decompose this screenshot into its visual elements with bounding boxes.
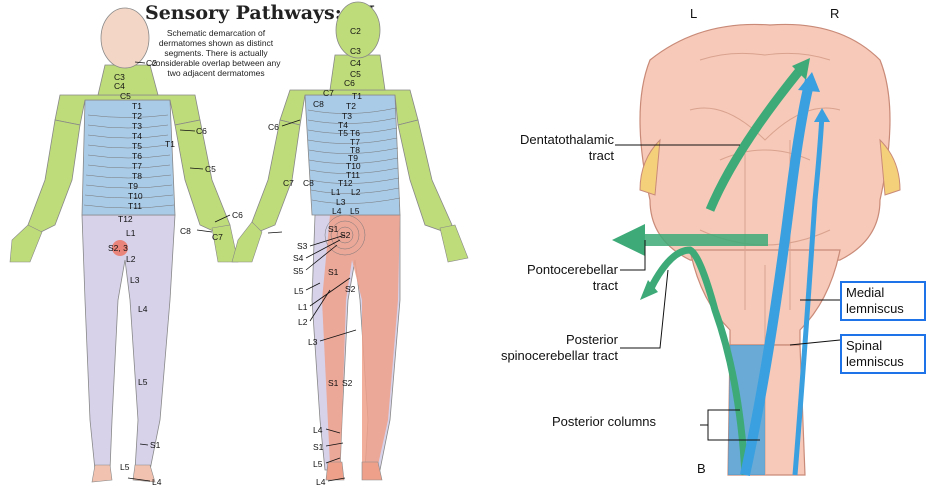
label-back-t6: T6 bbox=[350, 128, 360, 138]
label-back-l5-foot: L5 bbox=[313, 459, 323, 469]
label-l1: L1 bbox=[126, 228, 136, 238]
label-back-t4: T4 bbox=[338, 120, 348, 130]
label-back-s4: S4 bbox=[293, 253, 304, 263]
label-t3: T3 bbox=[132, 121, 142, 131]
label-back-l5-thigh: L5 bbox=[294, 286, 304, 296]
label-spinal-lemniscus: Spinal lemniscus bbox=[840, 334, 926, 374]
label-l5-foot: L5 bbox=[120, 462, 130, 472]
label-back-c7-arm: C7 bbox=[283, 178, 294, 188]
label-back-t12: T12 bbox=[338, 178, 353, 188]
label-dentatothalamic: Dentatothalamic tract bbox=[520, 132, 614, 163]
label-t1-arm: T1 bbox=[165, 139, 175, 149]
leader-lines bbox=[127, 61, 357, 482]
side-label-left: L bbox=[690, 6, 698, 21]
label-back-l3-thigh: L3 bbox=[308, 337, 318, 347]
label-back-l4-calf: L4 bbox=[313, 425, 323, 435]
label-back-c8-arm: C8 bbox=[303, 178, 314, 188]
label-back-t7: T7 bbox=[350, 137, 360, 147]
label-c8-hand: C8 bbox=[180, 226, 191, 236]
label-back-l2: L2 bbox=[351, 187, 361, 197]
label-back-l3: L3 bbox=[336, 197, 346, 207]
label-back-c3: C3 bbox=[350, 46, 361, 56]
front-body bbox=[9, 7, 239, 483]
label-back-s1: S1 bbox=[328, 224, 339, 234]
label-back-c2: C2 bbox=[350, 26, 361, 36]
label-l5: L5 bbox=[138, 377, 148, 387]
label-posterior-columns: Posterior columns bbox=[552, 414, 657, 429]
back-dermatome-labels: C2 C3 C4 C5 C6 C7 C8 T1 T2 T3 T4 T5 T6 T… bbox=[268, 26, 362, 487]
label-back-s2-calf: S2 bbox=[342, 378, 353, 388]
label-back-t3: T3 bbox=[342, 111, 352, 121]
label-back-s1-thigh: S1 bbox=[328, 267, 339, 277]
label-t4: T4 bbox=[132, 131, 142, 141]
label-posterior-spinocerebellar: Posterior spinocerebellar tract bbox=[500, 332, 618, 363]
label-back-c6-arm: C6 bbox=[268, 122, 279, 132]
label-back-s2-thigh: S2 bbox=[345, 284, 356, 294]
label-t8: T8 bbox=[132, 171, 142, 181]
label-l4-foot: L4 bbox=[152, 477, 162, 487]
label-back-s1-ankle: S1 bbox=[313, 442, 324, 452]
label-back-s5: S5 bbox=[293, 266, 304, 276]
label-c5-arm: C5 bbox=[205, 164, 216, 174]
label-l3: L3 bbox=[130, 275, 140, 285]
label-back-l4-foot: L4 bbox=[316, 477, 326, 487]
label-t2: T2 bbox=[132, 111, 142, 121]
label-c6-hand: C6 bbox=[232, 210, 243, 220]
label-l4: L4 bbox=[138, 304, 148, 314]
label-back-c7: C7 bbox=[323, 88, 334, 98]
figure-subtitle: Schematic demarcation of dermatomes show… bbox=[151, 28, 281, 78]
figure-title: Sensory Pathways: III bbox=[145, 2, 376, 24]
label-t9: T9 bbox=[128, 181, 138, 191]
label-back-t2: T2 bbox=[346, 101, 356, 111]
label-t1: T1 bbox=[132, 101, 142, 111]
label-back-c8: C8 bbox=[313, 99, 324, 109]
label-c6-arm: C6 bbox=[196, 126, 207, 136]
tract-leader-lines bbox=[615, 144, 841, 441]
label-medial-lemniscus: Medial lemniscus bbox=[840, 281, 926, 321]
label-t6: T6 bbox=[132, 151, 142, 161]
label-back-c6: C6 bbox=[344, 78, 355, 88]
label-back-l1-thigh: L1 bbox=[298, 302, 308, 312]
label-s1: S1 bbox=[150, 440, 161, 450]
label-pontocerebellar: Pontocerebellar tract bbox=[526, 262, 618, 293]
label-back-l1: L1 bbox=[331, 187, 341, 197]
front-dermatome-labels: C2 C3 C4 C5 T1 T2 T3 T4 T5 T6 T7 T8 T9 T… bbox=[108, 58, 243, 487]
label-back-s1-calf: S1 bbox=[328, 378, 339, 388]
label-back-s2: S2 bbox=[340, 230, 351, 240]
label-back-l5: L5 bbox=[350, 206, 360, 216]
label-c2: C2 bbox=[146, 58, 157, 68]
label-back-t9: T9 bbox=[348, 153, 358, 163]
label-t7: T7 bbox=[132, 161, 142, 171]
label-t10: T10 bbox=[128, 191, 143, 201]
label-back-t5: T5 bbox=[338, 128, 348, 138]
label-t12: T12 bbox=[118, 214, 133, 224]
back-body bbox=[231, 1, 469, 481]
label-back-l2-thigh: L2 bbox=[298, 317, 308, 327]
label-c4: C4 bbox=[114, 81, 125, 91]
label-c3: C3 bbox=[114, 72, 125, 82]
label-back-t1: T1 bbox=[352, 91, 362, 101]
label-back-l4: L4 bbox=[332, 206, 342, 216]
tracts bbox=[612, 58, 830, 477]
label-l2: L2 bbox=[126, 254, 136, 264]
label-back-t10: T10 bbox=[346, 161, 361, 171]
label-t11: T11 bbox=[128, 201, 142, 211]
label-back-t11: T11 bbox=[346, 170, 360, 180]
side-label-right: R bbox=[830, 6, 840, 21]
label-s23: S2, 3 bbox=[108, 243, 128, 253]
label-t5: T5 bbox=[132, 141, 142, 151]
label-c5: C5 bbox=[120, 91, 131, 101]
label-back-t8: T8 bbox=[350, 145, 360, 155]
label-back-c5: C5 bbox=[350, 69, 361, 79]
label-back-s3: S3 bbox=[297, 241, 308, 251]
label-back-c4: C4 bbox=[350, 58, 361, 68]
bottom-label: B bbox=[697, 461, 706, 476]
label-c7-hand: C7 bbox=[212, 232, 223, 242]
